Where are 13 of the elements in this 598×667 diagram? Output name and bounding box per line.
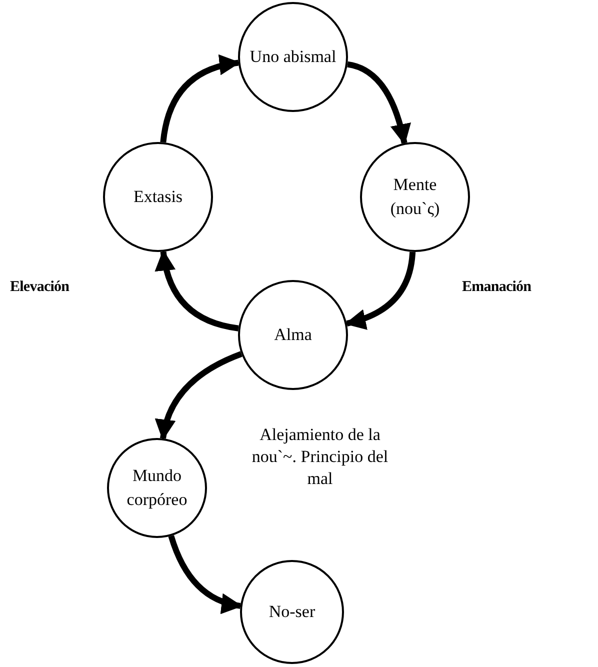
node-label: Alma [274,324,312,346]
arrow [156,351,242,440]
arrow [156,250,239,332]
text-label: Emanación [462,278,532,297]
node-label: Mente (nou`ς) [389,174,441,220]
node-label: Extasis [133,186,183,208]
node-label: Mundo corpóreo [126,465,188,511]
node-label: No-ser [268,601,316,623]
arrow [168,535,242,614]
text-label: Alejamiento de la nou`~. Principio del mal [250,424,390,490]
arrow [160,55,240,143]
node-label: Uno abismal [250,46,336,68]
text-label: Elevación [10,278,70,297]
